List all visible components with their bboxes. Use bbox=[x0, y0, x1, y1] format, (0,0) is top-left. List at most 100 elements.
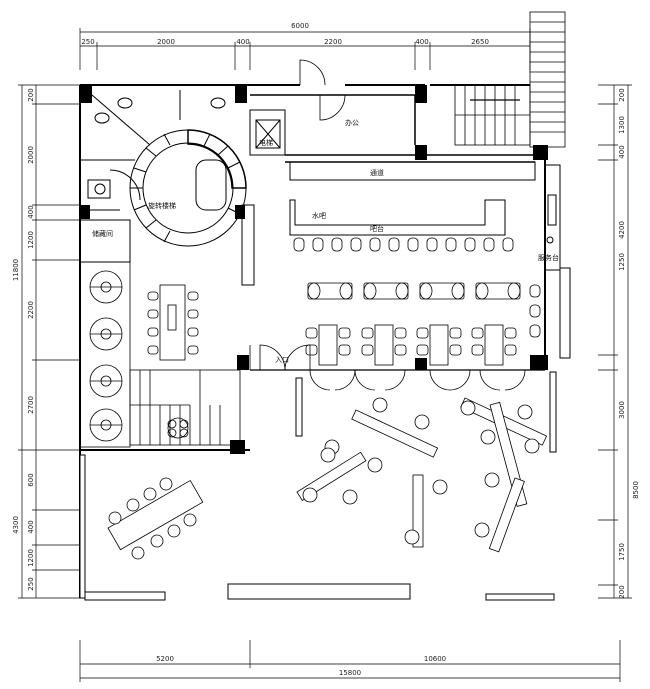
chair bbox=[471, 327, 484, 339]
dim-right-seg-5: 3000 bbox=[618, 401, 626, 419]
bar-stool bbox=[407, 237, 419, 252]
dim-left-seg-4: 2200 bbox=[27, 301, 35, 319]
left-dimensions bbox=[18, 84, 80, 599]
dim-top-seg-3: 2200 bbox=[324, 38, 342, 46]
dim-right-seg-0: 200 bbox=[618, 88, 626, 101]
chair bbox=[416, 344, 429, 356]
dining-long-table bbox=[107, 477, 204, 560]
chair bbox=[507, 282, 521, 300]
entrance-doors bbox=[249, 344, 545, 391]
dim-bottom-seg-1: 10600 bbox=[424, 655, 446, 663]
chair bbox=[338, 327, 351, 339]
dim-right-lower-total: 8500 bbox=[632, 481, 640, 499]
chair bbox=[394, 344, 407, 356]
top-room bbox=[250, 59, 535, 163]
dim-top-seg-5: 2650 bbox=[471, 38, 489, 46]
six-seat-table bbox=[318, 324, 338, 366]
round-booths bbox=[79, 261, 131, 448]
bar-stool bbox=[331, 237, 343, 252]
chair bbox=[451, 282, 465, 300]
dim-left-lower-seg-0: 600 bbox=[27, 473, 35, 486]
chair bbox=[363, 282, 377, 300]
chair bbox=[305, 344, 318, 356]
dim-left-lower-seg-3: 250 bbox=[27, 577, 35, 590]
chair bbox=[419, 282, 433, 300]
bar-stool bbox=[312, 237, 324, 252]
bar-stool bbox=[464, 237, 476, 252]
top-dimensions bbox=[79, 28, 531, 70]
side-stool bbox=[529, 324, 541, 338]
chair bbox=[449, 344, 462, 356]
toilet-area bbox=[79, 90, 226, 263]
bar-stool bbox=[502, 237, 514, 252]
bar-counter bbox=[289, 199, 506, 236]
glass-partition bbox=[295, 377, 303, 437]
bar-stool bbox=[445, 237, 457, 252]
dim-left-lower-total: 4300 bbox=[12, 516, 20, 534]
back-counter bbox=[289, 161, 536, 181]
six-seat-tables bbox=[305, 324, 517, 366]
chair bbox=[338, 344, 351, 356]
bar-stools bbox=[293, 237, 514, 252]
chair bbox=[475, 282, 489, 300]
chair bbox=[361, 344, 374, 356]
four-top-tables bbox=[307, 282, 521, 300]
side-stool bbox=[529, 284, 541, 298]
service-stair bbox=[454, 84, 531, 146]
dim-top-seg-1: 2000 bbox=[157, 38, 175, 46]
label-entrance: 入口 bbox=[275, 356, 289, 364]
chair bbox=[395, 282, 409, 300]
bar-stool bbox=[293, 237, 305, 252]
dim-right-seg-2: 400 bbox=[618, 145, 626, 158]
bar-stool bbox=[369, 237, 381, 252]
dim-top-seg-0: 250 bbox=[81, 38, 94, 46]
six-seat-table bbox=[484, 324, 504, 366]
dim-left-seg-2: 400 bbox=[27, 205, 35, 218]
dim-top-seg-4: 400 bbox=[415, 38, 428, 46]
dim-left-lower-seg-1: 400 bbox=[27, 520, 35, 533]
chair bbox=[307, 282, 321, 300]
label-corridor: 通道 bbox=[370, 168, 384, 177]
chair bbox=[305, 327, 318, 339]
chair bbox=[449, 327, 462, 339]
dim-top-total: 6000 bbox=[291, 22, 309, 30]
dim-left-seg-0: 200 bbox=[27, 88, 35, 101]
columns bbox=[80, 85, 548, 454]
elevator-shaft bbox=[249, 109, 286, 156]
side-stools bbox=[529, 284, 541, 338]
chair bbox=[361, 327, 374, 339]
terrace-boundary bbox=[79, 454, 555, 601]
chair bbox=[471, 344, 484, 356]
right-dimensions bbox=[598, 84, 632, 599]
chair bbox=[504, 327, 517, 339]
label-side-service: 服务台 bbox=[538, 253, 559, 262]
six-seat-table bbox=[429, 324, 449, 366]
terrace-tables bbox=[296, 397, 548, 553]
chair bbox=[339, 282, 353, 300]
dim-left-total: 11800 bbox=[12, 259, 20, 281]
dim-bottom-seg-0: 5200 bbox=[156, 655, 174, 663]
label-top-room: 办公 bbox=[345, 118, 359, 127]
dim-right-seg-3: 4200 bbox=[618, 221, 626, 239]
label-storage: 储藏间 bbox=[92, 229, 113, 238]
dim-left-seg-3: 1200 bbox=[27, 231, 35, 249]
side-service bbox=[544, 164, 571, 359]
chair bbox=[394, 327, 407, 339]
label-spiral-stair: 旋转楼梯 bbox=[148, 201, 176, 210]
glass-partition-right bbox=[549, 371, 557, 453]
chair bbox=[504, 344, 517, 356]
chair bbox=[416, 327, 429, 339]
dim-right-seg-6: 1750 bbox=[618, 543, 626, 561]
dim-right-seg-7: 200 bbox=[618, 585, 626, 598]
exterior-stair bbox=[529, 11, 566, 148]
dim-right-seg-4: 1250 bbox=[618, 253, 626, 271]
label-elevator: 电梯 bbox=[259, 138, 273, 147]
left-long-table bbox=[147, 284, 199, 361]
dim-left-seg-1: 2000 bbox=[27, 146, 35, 164]
dim-top-seg-2: 400 bbox=[236, 38, 249, 46]
dim-left-seg-5: 2700 bbox=[27, 396, 35, 414]
dim-bottom-total: 15800 bbox=[339, 669, 361, 677]
side-stool bbox=[529, 304, 541, 318]
label-bar-counter: 吧台 bbox=[370, 224, 384, 233]
